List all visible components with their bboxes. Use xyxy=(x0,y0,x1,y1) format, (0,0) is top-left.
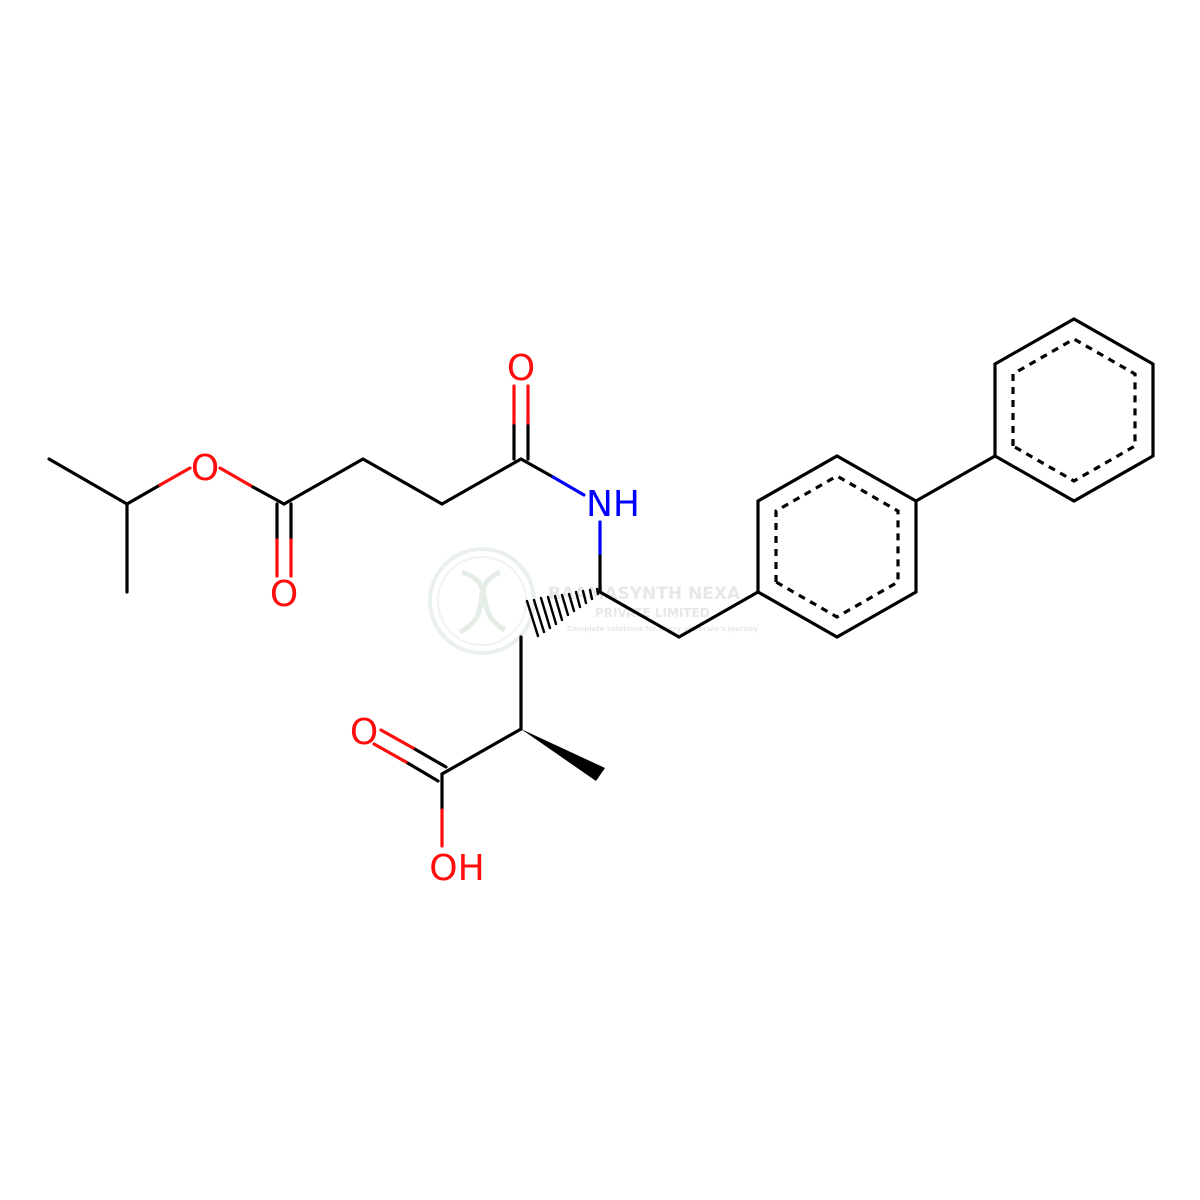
amide-nh-label: NH xyxy=(586,484,640,525)
watermark-dna-icon xyxy=(458,569,507,635)
bond-isopropyl-o-black xyxy=(125,483,162,506)
acid-oh-label: OH xyxy=(429,848,484,889)
ester-o-label: O xyxy=(191,448,219,489)
bond-chain-1 xyxy=(282,457,365,506)
acid-carbonyl-o-label: O xyxy=(350,712,378,753)
bond-c-ch2 xyxy=(598,590,681,639)
watermark-subtitle: PRIVATE LIMITED xyxy=(595,606,710,620)
bond-acid-co-b-red xyxy=(372,742,408,764)
benzene-ring-1-aromatic xyxy=(774,474,900,619)
bond-ester-o-black xyxy=(251,485,286,506)
bond-acid-co-a-red xyxy=(379,728,415,750)
benzene-ring-1 xyxy=(756,454,918,639)
bond-chain-3 xyxy=(440,457,523,506)
bond-chain-2 xyxy=(361,457,444,506)
hashed-wedge-bond xyxy=(525,587,600,638)
bond-amide-cn-blue xyxy=(551,475,586,497)
bond-calpha-cooh xyxy=(440,727,523,776)
watermark: RAAMASYNTH NEXA PRIVATE LIMITED Complete… xyxy=(428,547,758,655)
bond-ch2-ring xyxy=(677,590,760,639)
solid-wedge-bond xyxy=(521,729,605,781)
bond-isopropyl-methyl-1 xyxy=(47,457,129,506)
amide-o-label: O xyxy=(507,348,535,389)
bond-isopropyl-o-red xyxy=(158,466,192,487)
bond-acid-co-a-black xyxy=(411,746,448,769)
benzene-ring-2-aromatic xyxy=(1011,337,1137,483)
bond-ester-o-red xyxy=(218,466,255,489)
ester-carbonyl-o-label: O xyxy=(270,574,298,615)
bond-acid-co-b-black xyxy=(404,760,440,783)
bond-amide-cn-black xyxy=(519,457,555,479)
bond-biaryl xyxy=(914,454,997,503)
benzene-ring-2 xyxy=(993,317,1155,503)
